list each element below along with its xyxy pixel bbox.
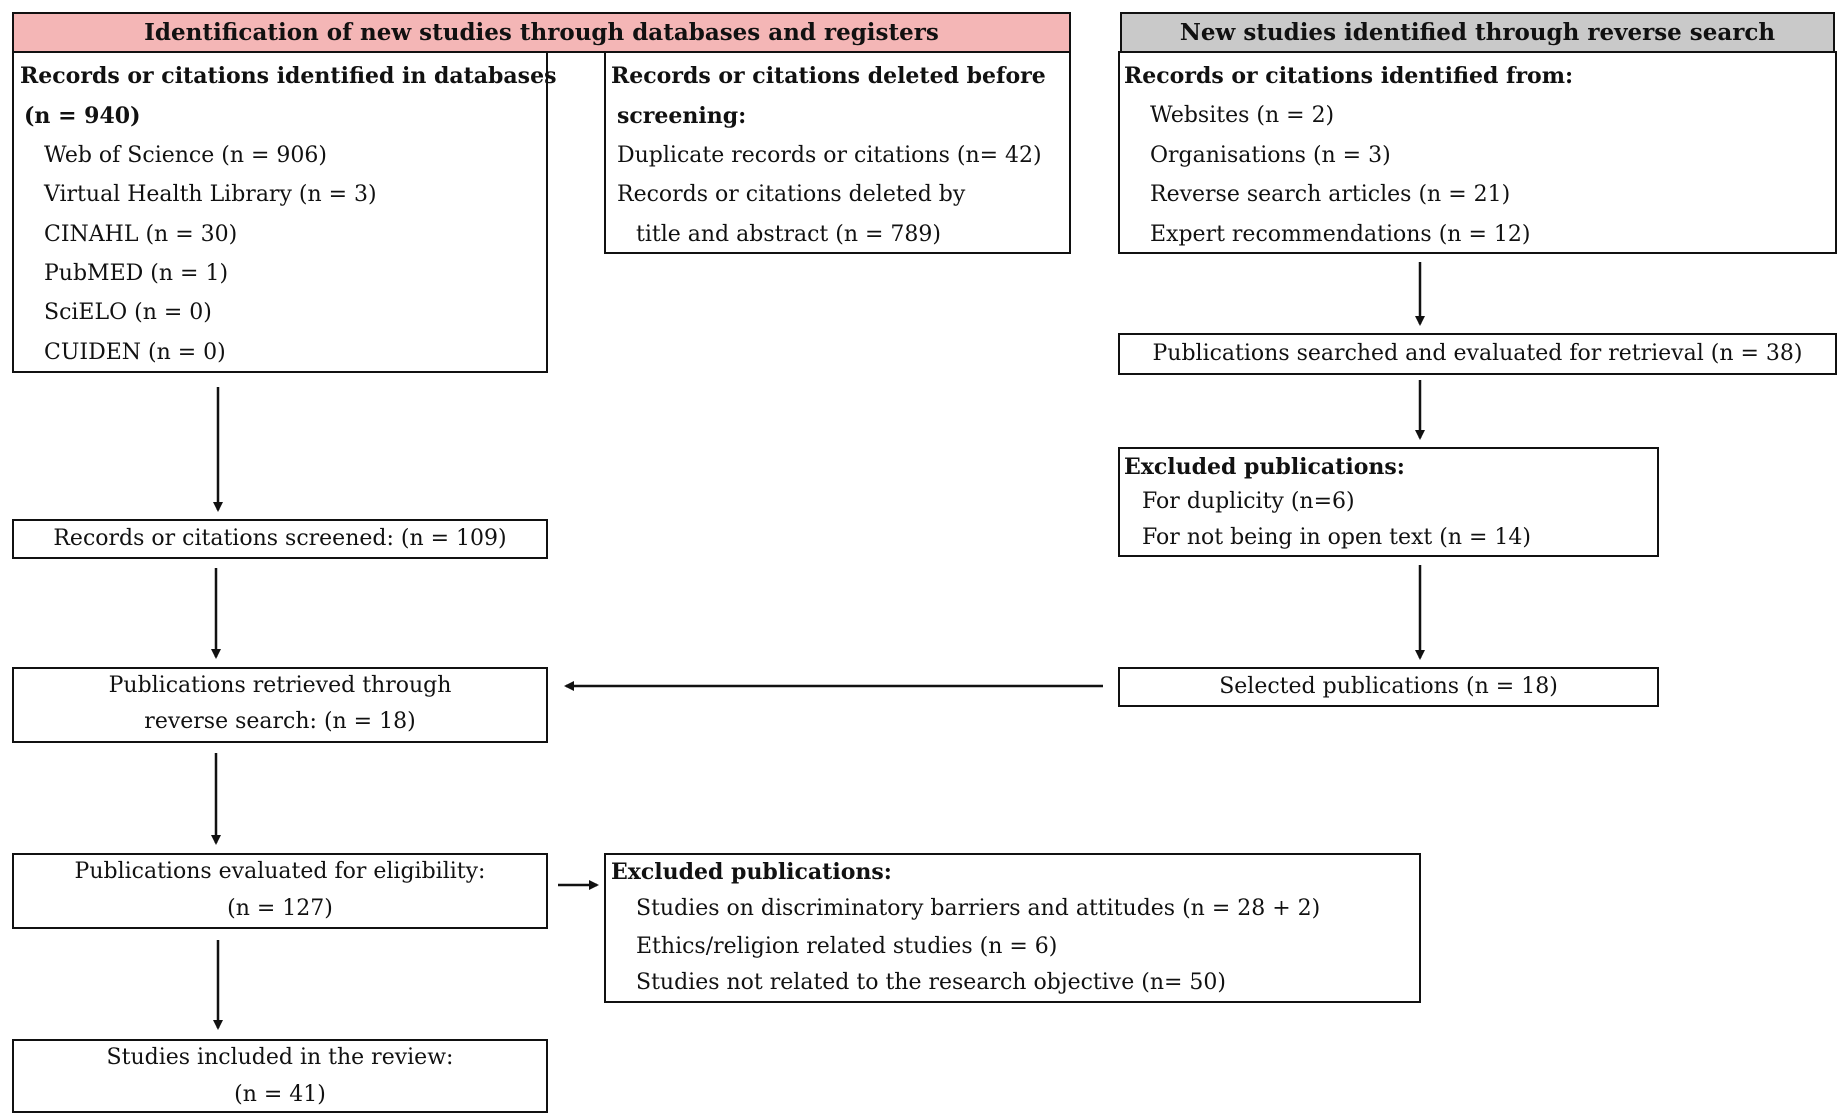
deleted-box — [604, 51, 1071, 254]
header-databases-text: Identification of new studies through da… — [144, 19, 939, 46]
excluded-right-box — [1118, 447, 1659, 557]
reverse-item: Websites (n = 2) — [1150, 103, 1335, 128]
deleted-title: Records or citations deleted before — [611, 63, 1046, 89]
database-item: Web of Science (n = 906) — [44, 143, 327, 168]
excluded-bottom-item: Studies not related to the research obje… — [636, 970, 1227, 995]
deleted-item: Duplicate records or citations (n= 42) — [617, 143, 1042, 168]
databases-total: (n = 940) — [24, 103, 141, 129]
databases-box — [12, 51, 548, 373]
excluded-right-item: For not being in open text (n = 14) — [1142, 525, 1532, 550]
retrieved-box — [12, 667, 548, 743]
database-item: CINAHL (n = 30) — [44, 222, 238, 247]
reverse-item: Reverse search articles (n = 21) — [1150, 182, 1511, 207]
excluded-right-title: Excluded publications: — [1124, 454, 1405, 480]
reverse-item: Expert recommendations (n = 12) — [1150, 222, 1531, 247]
searched-box — [1118, 333, 1837, 375]
reverse-item: Organisations (n = 3) — [1150, 143, 1391, 168]
included-text: Studies included in the review: — [106, 1045, 454, 1070]
database-item: Virtual Health Library (n = 3) — [44, 182, 377, 207]
eligibility-text: Publications evaluated for eligibility: — [74, 859, 486, 884]
selected-text: Selected publications (n = 18) — [1219, 674, 1558, 699]
reverse-records-title: Records or citations identified from: — [1124, 63, 1574, 89]
excluded-bottom-title: Excluded publications: — [611, 859, 892, 885]
deleted-item: title and abstract (n = 789) — [636, 222, 941, 247]
excluded-bottom-item: Ethics/religion related studies (n = 6) — [636, 934, 1058, 959]
databases-title: Records or citations identified in datab… — [20, 63, 557, 89]
included-box — [12, 1039, 548, 1113]
header-databases: Identification of new studies through da… — [12, 12, 1071, 53]
eligibility-text: (n = 127) — [227, 896, 333, 921]
retrieved-text: reverse search: (n = 18) — [144, 709, 416, 734]
deleted-item: Records or citations deleted by — [617, 182, 966, 207]
database-item: SciELO (n = 0) — [44, 300, 212, 325]
deleted-title: screening: — [617, 103, 747, 129]
screened-box — [12, 519, 548, 559]
selected-box — [1118, 667, 1659, 707]
included-text: (n = 41) — [234, 1082, 326, 1107]
database-item: CUIDEN (n = 0) — [44, 340, 226, 365]
retrieved-text: Publications retrieved through — [108, 673, 452, 698]
searched-text: Publications searched and evaluated for … — [1152, 341, 1803, 366]
excluded-bottom-box — [604, 853, 1421, 1003]
eligibility-box — [12, 853, 548, 929]
reverse-records-box — [1118, 51, 1837, 254]
database-item: PubMED (n = 1) — [44, 261, 229, 286]
screened-text: Records or citations screened: (n = 109) — [53, 526, 507, 551]
excluded-bottom-item: Studies on discriminatory barriers and a… — [636, 896, 1321, 921]
header-reverse-search-text: New studies identified through reverse s… — [1179, 19, 1776, 46]
excluded-right-item: For duplicity (n=6) — [1142, 489, 1355, 514]
